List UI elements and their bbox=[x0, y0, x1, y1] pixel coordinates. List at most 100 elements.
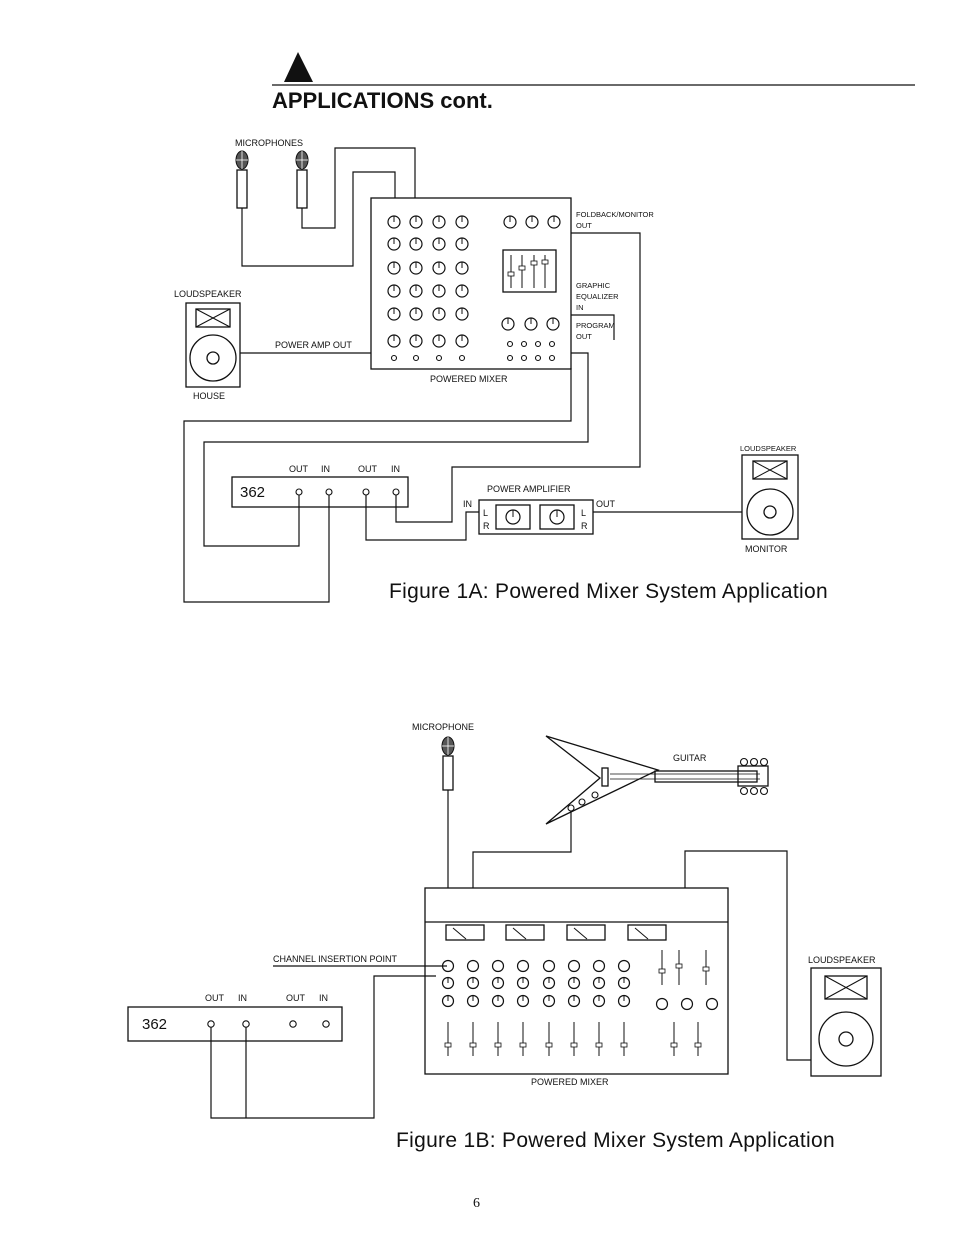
jack-dot bbox=[458, 354, 466, 362]
loudspeaker-icon bbox=[741, 454, 799, 540]
amp-r-label-right: R bbox=[581, 521, 588, 531]
page-number: 6 bbox=[473, 1196, 480, 1211]
knob-icon bbox=[409, 261, 423, 275]
knob-icon bbox=[432, 307, 446, 321]
knob-icon bbox=[432, 334, 446, 348]
level-meters bbox=[445, 924, 667, 941]
knob-icon bbox=[491, 959, 505, 973]
knob-icon bbox=[387, 215, 401, 229]
knob-icon bbox=[617, 959, 631, 973]
jack-in-1 bbox=[325, 488, 333, 496]
in-label-2: IN bbox=[391, 464, 400, 474]
knob-icon bbox=[455, 215, 469, 229]
jack-dot bbox=[520, 354, 528, 362]
knob-icon bbox=[455, 307, 469, 321]
knob-icon bbox=[455, 334, 469, 348]
knob-icon bbox=[387, 334, 401, 348]
amp-r-label: R bbox=[483, 521, 490, 531]
knob-icon bbox=[387, 307, 401, 321]
knob-icon bbox=[432, 284, 446, 298]
jack-dot bbox=[390, 354, 398, 362]
amp-out-label: OUT bbox=[596, 499, 616, 509]
foldback-cable bbox=[395, 232, 641, 523]
eq-slider-marks bbox=[507, 255, 549, 288]
knob-icon bbox=[503, 215, 517, 229]
program-out-label: OUT bbox=[576, 332, 592, 341]
level-meter bbox=[566, 924, 606, 941]
knob-icon bbox=[547, 215, 561, 229]
loudspeaker-label: LOUDSPEAKER bbox=[808, 955, 876, 965]
knob-icon bbox=[455, 261, 469, 275]
microphone-label: MICROPHONE bbox=[412, 722, 474, 732]
jack-dot bbox=[435, 354, 443, 362]
knob-icon bbox=[409, 215, 423, 229]
out-label-1: OUT bbox=[289, 464, 309, 474]
knob-icon bbox=[455, 284, 469, 298]
knob-icon bbox=[491, 994, 505, 1008]
guitar-icon bbox=[545, 735, 769, 825]
mixer-knobs bbox=[441, 959, 719, 1011]
power-amplifier bbox=[478, 499, 594, 535]
amp-l-label-right: L bbox=[581, 508, 586, 518]
knob-icon bbox=[501, 317, 515, 331]
jack-out-2 bbox=[289, 1020, 297, 1028]
guitar-label: GUITAR bbox=[673, 753, 707, 763]
jack-in-2 bbox=[322, 1020, 330, 1028]
jack-in-2 bbox=[392, 488, 400, 496]
jack-out-2 bbox=[362, 488, 370, 496]
mic-2-cable bbox=[301, 147, 416, 229]
program-label: PROGRAM bbox=[576, 321, 615, 330]
monitor-label: MONITOR bbox=[745, 544, 788, 554]
eq-in-label: IN bbox=[576, 303, 584, 312]
microphone-icon bbox=[441, 736, 455, 791]
knob-icon bbox=[524, 317, 538, 331]
knob-icon bbox=[466, 959, 480, 973]
jack-dot bbox=[548, 340, 556, 348]
loudspeaker-house-label: LOUDSPEAKER bbox=[174, 289, 242, 299]
channel-faders bbox=[444, 950, 710, 1056]
powered-mixer-1b bbox=[424, 887, 729, 1075]
knob-icon bbox=[432, 215, 446, 229]
knob-icon bbox=[617, 976, 631, 990]
knob-icon bbox=[387, 284, 401, 298]
foldback-label: FOLDBACK/MONITOR bbox=[576, 210, 654, 219]
insert-cable-a bbox=[210, 975, 436, 1119]
knob-icon bbox=[542, 994, 556, 1008]
knob-icon bbox=[516, 976, 530, 990]
amp-input-cable bbox=[365, 495, 479, 541]
knob-icon bbox=[567, 976, 581, 990]
eq-in-cable bbox=[571, 314, 615, 340]
knob-icon bbox=[592, 959, 606, 973]
jack-dot bbox=[506, 340, 514, 348]
loudspeaker-monitor-label: LOUDSPEAKER bbox=[740, 444, 797, 453]
powered-mixer-label: POWERED MIXER bbox=[430, 374, 508, 384]
level-meter bbox=[627, 924, 667, 941]
out-label-1: OUT bbox=[205, 993, 225, 1003]
equalizer-label: EQUALIZER bbox=[576, 292, 619, 301]
level-meter bbox=[505, 924, 545, 941]
knob-icon bbox=[466, 994, 480, 1008]
figure-1b-caption: Figure 1B: Powered Mixer System Applicat… bbox=[396, 1129, 835, 1152]
knob-icon bbox=[466, 976, 480, 990]
knob-icon bbox=[680, 997, 694, 1011]
knob-icon bbox=[432, 261, 446, 275]
power-amplifier-label: POWER AMPLIFIER bbox=[487, 484, 571, 494]
jack-dot bbox=[534, 340, 542, 348]
knob-icon bbox=[409, 334, 423, 348]
knob-icon bbox=[542, 976, 556, 990]
in-label-1: IN bbox=[238, 993, 247, 1003]
level-meter bbox=[445, 924, 485, 941]
figure-1b: MICROPHONE GUITAR bbox=[127, 722, 882, 1152]
foldback-out-label: OUT bbox=[576, 221, 592, 230]
in-label-2: IN bbox=[319, 993, 328, 1003]
out-label-2: OUT bbox=[286, 993, 306, 1003]
knob-icon bbox=[567, 959, 581, 973]
channel-insertion-label: CHANNEL INSERTION POINT bbox=[273, 954, 398, 964]
knob-icon bbox=[409, 307, 423, 321]
loudspeaker-icon bbox=[810, 967, 882, 1077]
knob-icon bbox=[491, 976, 505, 990]
powered-mixer-label: POWERED MIXER bbox=[531, 1077, 609, 1087]
knob-icon bbox=[516, 994, 530, 1008]
powered-mixer-1a bbox=[370, 197, 572, 370]
